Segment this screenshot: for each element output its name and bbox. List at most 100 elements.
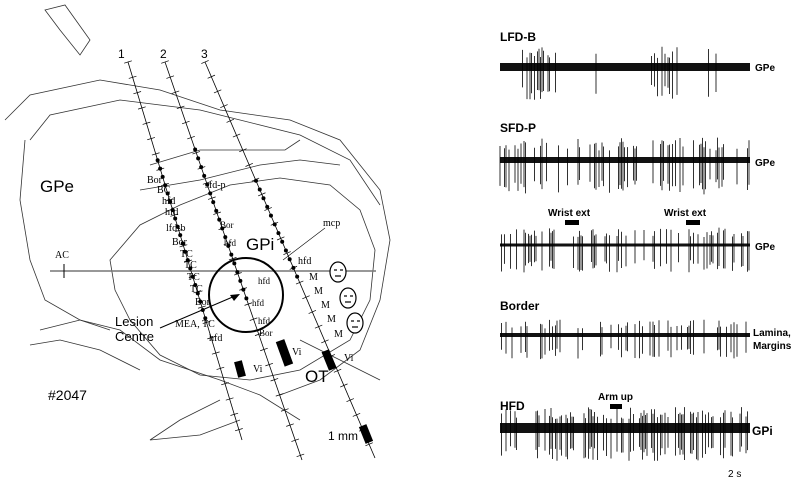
t3-label: M	[321, 300, 330, 311]
trace-side-label: Margins	[753, 341, 792, 352]
t1-label: MEA, TC	[175, 319, 215, 330]
t2-label: Vi	[292, 347, 302, 358]
event-label-arm-up: Arm up	[598, 392, 633, 403]
neuron-dot	[193, 283, 198, 288]
track-tick	[174, 229, 183, 232]
neuron-dot	[217, 217, 222, 222]
trace-side-label: GPe	[755, 63, 775, 74]
neuron-dot	[229, 252, 234, 257]
track-number-1: 1	[118, 47, 125, 61]
track-tick	[213, 89, 222, 94]
lesion-label-2: Centre	[115, 329, 154, 344]
neuron-dot	[280, 239, 285, 244]
face-icons	[329, 261, 364, 334]
neuron-dot	[205, 182, 210, 187]
track-tick	[221, 382, 229, 386]
t1-label: hfd	[165, 207, 178, 218]
track-tick	[249, 317, 258, 321]
track-tick	[128, 75, 137, 79]
neuron-dot	[173, 216, 178, 221]
neuron-dot	[265, 204, 270, 209]
event-bar	[610, 404, 622, 409]
neuron-dot	[244, 296, 249, 301]
track-number-3: 3	[201, 47, 208, 61]
spike-train	[522, 46, 717, 100]
mcp-pointer	[282, 227, 326, 261]
track-tick	[202, 320, 211, 324]
neuron-dot	[196, 156, 201, 161]
track-tick	[170, 213, 179, 217]
t1-label: lfd-b	[166, 223, 185, 234]
track-tick	[207, 196, 216, 200]
t3-label: hfd	[298, 256, 311, 267]
track-tick	[314, 324, 323, 329]
neuron-dot	[291, 265, 296, 270]
track-tick	[197, 305, 206, 309]
t3-label: mcp	[323, 218, 340, 229]
track-tick	[142, 121, 151, 125]
neuron-dot	[287, 257, 292, 262]
region-gpi: GPi	[246, 235, 274, 254]
track-tick	[151, 152, 160, 156]
track-tick	[165, 198, 174, 202]
track-tick	[225, 397, 234, 401]
trace-title-lfd-b: LFD-B	[500, 30, 536, 44]
track-tick	[124, 60, 132, 64]
trace-side-label: Lamina,	[753, 328, 791, 339]
neuron-dot	[295, 274, 300, 279]
vi-block	[275, 339, 294, 367]
track-tick	[230, 412, 239, 416]
brain-outlines	[4, 4, 391, 441]
neuron-dot	[257, 187, 262, 192]
track-tick	[296, 453, 305, 457]
track-tick	[340, 383, 348, 388]
track-tick	[265, 362, 274, 367]
neuron-dot	[163, 183, 168, 188]
spike-train	[499, 137, 750, 195]
neuron-dot	[185, 258, 190, 263]
t1-label: Bor	[147, 175, 163, 186]
face-icon	[339, 287, 357, 309]
track-tick	[302, 295, 310, 300]
t3-label: M	[309, 272, 318, 283]
neuron-dot	[195, 291, 200, 296]
neuron-dot	[188, 266, 193, 271]
t3-label: Vi	[344, 353, 354, 364]
vi-block	[234, 360, 246, 378]
neuron-dot	[232, 261, 237, 266]
neuron-dot	[193, 147, 198, 152]
event-label-wrist-ext-2: Wrist ext	[664, 208, 707, 219]
spike-traces	[499, 46, 750, 461]
trace-baseline	[500, 423, 750, 433]
track-tick	[275, 393, 284, 397]
t2-label: hfd	[224, 238, 236, 248]
t1-label: TC	[184, 260, 197, 271]
arrow-head-icon	[230, 294, 240, 301]
neuron-dot	[198, 299, 203, 304]
track-tick	[216, 366, 225, 370]
lesion-label: Lesion	[115, 314, 153, 329]
trace-baseline	[500, 243, 750, 247]
t3-label: M	[327, 314, 336, 325]
face-icon	[329, 261, 347, 283]
neuron-dot	[170, 208, 175, 213]
event-label-wrist-ext: Wrist ext	[548, 208, 591, 219]
neuron-dot	[261, 196, 266, 201]
trace-title-sfd-p: SFD-P	[500, 121, 536, 135]
trace-side-label: GPe	[755, 158, 775, 169]
region-ot: OT	[305, 367, 329, 386]
lesion-circle	[208, 257, 284, 333]
neuron-dot	[223, 235, 228, 240]
neuron-dot	[190, 274, 195, 279]
electrode-tracks	[127, 61, 376, 461]
t1-label: hfd	[209, 333, 222, 344]
t2-label: Bor	[259, 328, 273, 338]
t1-label: Vi	[253, 364, 263, 375]
trace-title-border: Border	[500, 299, 540, 313]
track-tick	[276, 236, 285, 241]
neuron-dot	[235, 270, 240, 275]
neuron-dot	[211, 200, 216, 205]
track-tick	[365, 442, 373, 447]
track-tick	[147, 137, 156, 141]
